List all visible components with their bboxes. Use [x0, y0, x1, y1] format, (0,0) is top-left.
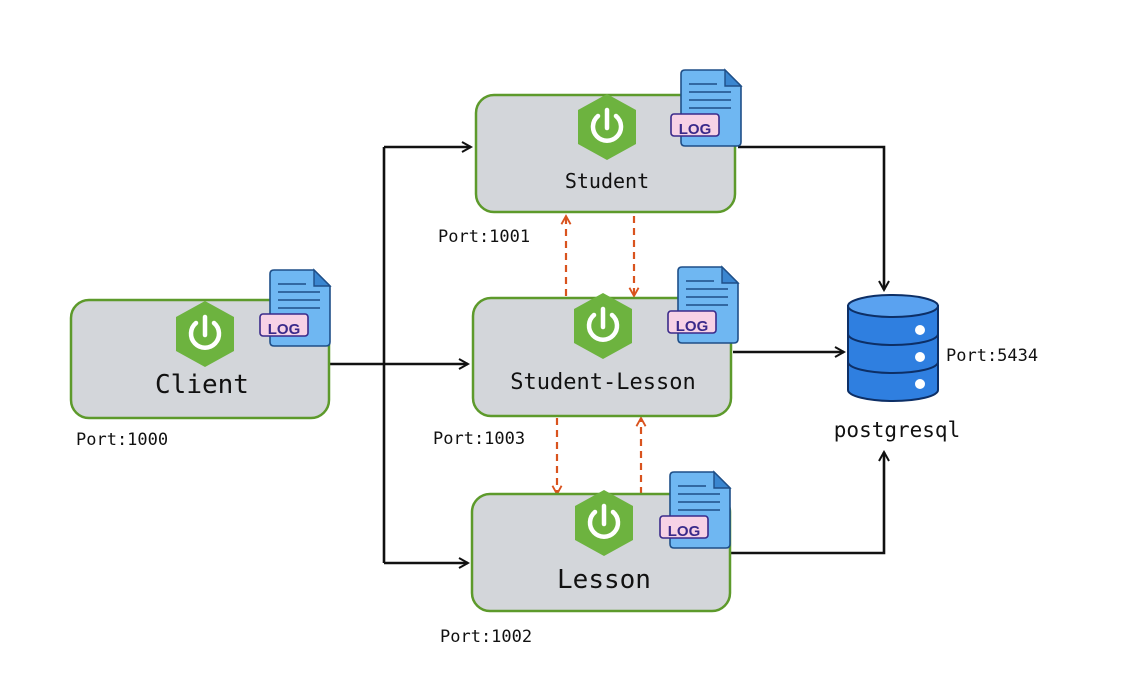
port-label: Port:1001: [438, 227, 530, 247]
database-port: Port:5434: [946, 346, 1038, 366]
service-client: Client LOG Port:1000: [69, 269, 331, 450]
database-name: postgresql: [834, 418, 960, 442]
service-name: Student: [565, 169, 649, 193]
service-student: Student LOG Port:1001: [438, 69, 742, 247]
log-badge: LOG: [679, 121, 712, 138]
arrow-lesson-to-db: [731, 452, 884, 555]
port-label: Port:1002: [440, 627, 532, 647]
log-badge: LOG: [668, 523, 701, 540]
service-lesson: Lesson LOG Port:1002: [440, 471, 732, 647]
service-name: Student-Lesson: [510, 370, 695, 395]
sync-connectors: [330, 147, 884, 563]
async-connectors: [557, 216, 641, 494]
arrow-student-to-db: [738, 145, 884, 290]
port-label: Port:1000: [76, 430, 168, 450]
service-student-lesson: Student-Lesson LOG Port:1003: [433, 266, 739, 449]
database-icon: [847, 294, 939, 402]
service-name: Lesson: [557, 565, 651, 595]
port-label: Port:1003: [433, 429, 525, 449]
database-postgresql: postgresql Port:5434: [834, 294, 1038, 442]
service-name: Client: [155, 370, 249, 400]
log-badge: LOG: [268, 321, 301, 338]
log-badge: LOG: [676, 318, 709, 335]
